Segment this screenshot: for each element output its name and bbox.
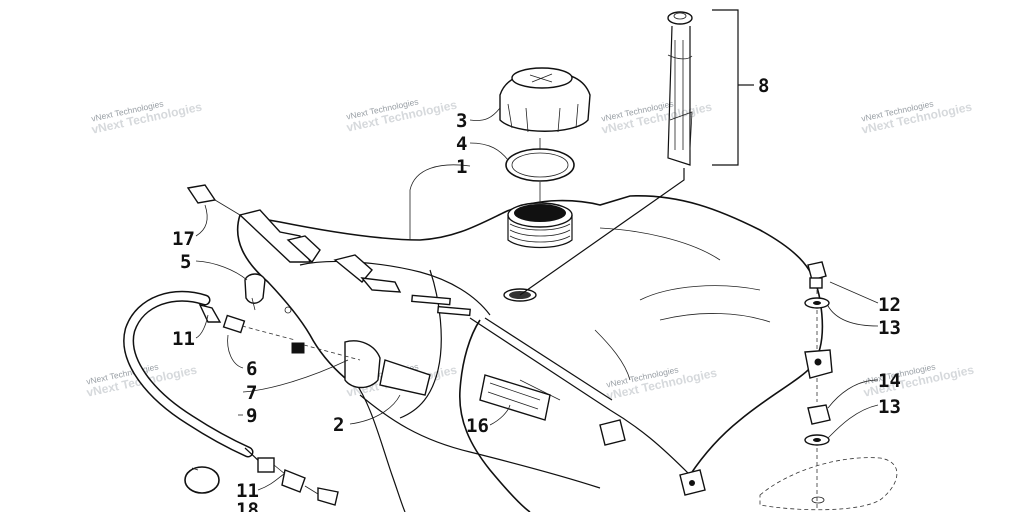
callout-12: 12 <box>878 294 901 316</box>
callout-13-top: 13 <box>878 317 901 339</box>
callout-13-bottom: 13 <box>878 396 901 418</box>
mounting-bracket <box>238 209 551 421</box>
leader-lines <box>195 107 879 491</box>
callout-8: 8 <box>758 75 769 97</box>
callout-2: 2 <box>333 414 344 436</box>
callout-18: 18 <box>236 499 259 512</box>
callout-6: 6 <box>246 358 257 380</box>
callout-5: 5 <box>180 251 191 273</box>
gas-cap <box>499 67 591 133</box>
callout-4: 4 <box>456 133 467 155</box>
callout-1: 1 <box>456 156 467 178</box>
callout-8-bracket <box>712 9 739 166</box>
callout-labels: 1 2 3 4 5 6 7 8 9 11 11 12 13 14 13 16 1… <box>172 75 901 512</box>
hose-clamp-5 <box>244 273 266 311</box>
callout-9: 9 <box>246 405 257 427</box>
callout-3: 3 <box>456 110 467 132</box>
watermarks: vNext Technologies vNext Technologies vN… <box>85 96 975 402</box>
fuel-tank <box>236 195 833 512</box>
spring-clamp-18 <box>184 466 220 494</box>
callout-16: 16 <box>466 415 489 437</box>
fuel-fittings <box>198 303 361 506</box>
speed-nut-clip <box>186 184 241 216</box>
callout-11-bottom: 11 <box>236 480 259 502</box>
o-ring-gasket <box>505 148 575 182</box>
callout-7: 7 <box>246 382 257 404</box>
fuel-gauge <box>519 11 693 296</box>
callout-17: 17 <box>172 228 195 250</box>
callout-11-top: 11 <box>172 328 195 350</box>
callout-14: 14 <box>878 370 901 392</box>
mounting-hardware <box>759 261 898 511</box>
